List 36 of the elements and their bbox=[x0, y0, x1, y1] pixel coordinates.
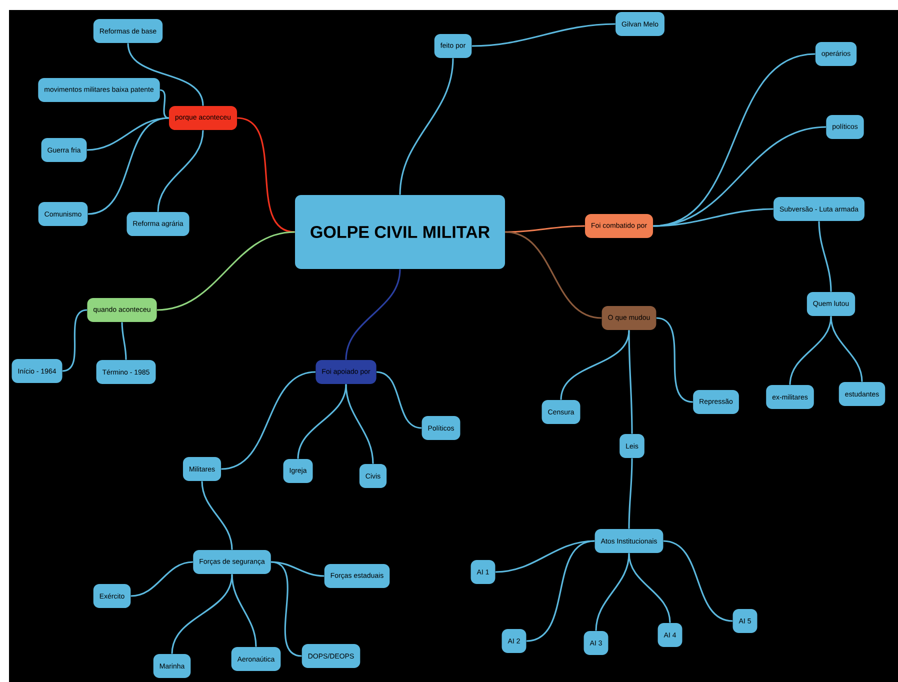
connector-line bbox=[297, 384, 347, 459]
connector-line bbox=[789, 316, 832, 385]
connector-line bbox=[160, 89, 169, 119]
central-topic-box: GOLPE CIVIL MILITAR bbox=[295, 195, 505, 269]
connector-line bbox=[130, 561, 193, 597]
connector-line bbox=[595, 553, 630, 631]
connector-line bbox=[653, 208, 774, 227]
connector-line bbox=[505, 225, 585, 233]
connector-line bbox=[221, 371, 316, 470]
connector-line bbox=[526, 540, 595, 642]
connector-line bbox=[376, 371, 422, 429]
connector-line bbox=[663, 540, 733, 622]
connector-line bbox=[628, 330, 633, 434]
connector-line bbox=[628, 553, 671, 623]
connector-line bbox=[818, 221, 832, 292]
connector-line bbox=[399, 58, 454, 195]
connector-line bbox=[237, 117, 295, 233]
connector-line bbox=[270, 561, 302, 657]
connector-line bbox=[495, 540, 595, 573]
connector-line bbox=[88, 117, 169, 215]
connector-line bbox=[127, 43, 204, 106]
connector-line bbox=[231, 574, 257, 647]
connector-line bbox=[345, 269, 401, 360]
connector-line bbox=[830, 316, 863, 382]
connector-line bbox=[271, 561, 324, 577]
connector-line bbox=[121, 322, 127, 360]
connector-line bbox=[472, 23, 616, 47]
connector-line bbox=[628, 458, 633, 529]
connector-line bbox=[157, 130, 204, 212]
connector-line bbox=[505, 231, 602, 319]
connector-line bbox=[171, 574, 233, 654]
connector-line bbox=[62, 309, 88, 372]
connector-line bbox=[656, 317, 694, 403]
connector-line bbox=[201, 481, 233, 550]
connector-line bbox=[345, 384, 374, 464]
connector-line bbox=[156, 231, 295, 311]
